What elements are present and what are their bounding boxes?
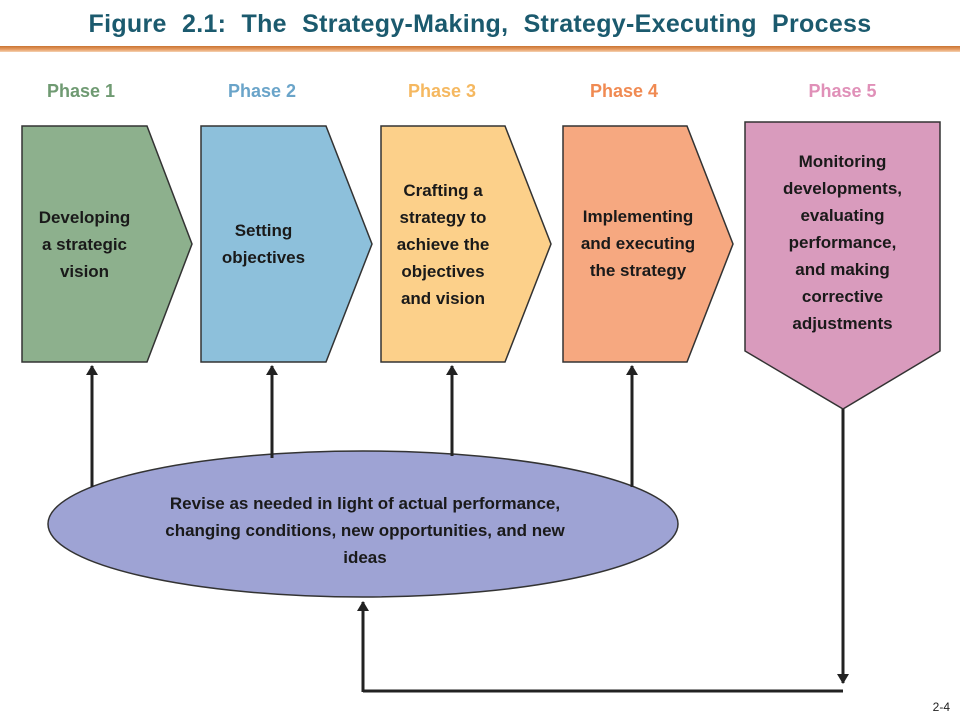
phase-5-label: Phase 5 (808, 81, 877, 101)
revise-ellipse (47, 450, 679, 598)
text-line: Revise as needed in light of actual perf… (169, 494, 561, 513)
phase-5-text: Monitoring developments, evaluating perform… (745, 132, 940, 352)
title-divider (0, 46, 960, 52)
text-line: Monitoring (798, 151, 887, 171)
revise-text: Revise as needed in light of actual perf… (130, 488, 600, 573)
text-line: and executing (580, 233, 696, 253)
text-line: objectives (401, 261, 485, 281)
phase-3-label: Phase 3 (407, 81, 477, 101)
phase-4-text: Implementing and executing the strategy (563, 110, 713, 376)
page-number: 2-4 (932, 700, 950, 714)
text-line: corrective (801, 286, 884, 306)
text-line: objectives (221, 248, 306, 267)
text-line: Implementing (582, 206, 694, 226)
text-line: Setting (234, 221, 293, 240)
text-line: performance, (788, 232, 897, 252)
text-line: strategy to (399, 207, 487, 227)
text-line: and vision (400, 288, 486, 308)
phase-3-box (380, 125, 552, 363)
text-line: ideas (343, 548, 387, 567)
text-line: changing conditions, new opportunities, … (165, 521, 565, 540)
phase-3-text: Crafting a strategy to achieve the objectiv… (381, 108, 505, 380)
text-line: achieve the (396, 234, 490, 254)
phase-2-box (200, 125, 373, 363)
phase-2-label: Phase 2 (227, 81, 297, 101)
phase-1-text: Developing a strategic vision (22, 126, 147, 362)
phase-2-text: Setting objectives (201, 126, 326, 362)
phase-1-box (21, 125, 193, 363)
text-line: adjustments (792, 313, 893, 333)
text-line: Developing (38, 207, 131, 227)
text-line: vision (59, 261, 110, 281)
text-line: developments, (782, 178, 903, 198)
text-line: Crafting a (403, 180, 483, 200)
text-line: the strategy (589, 260, 687, 280)
text-line: a strategic (41, 234, 128, 254)
phase-1-label: Phase 1 (46, 81, 116, 101)
phase-4-label: Phase 4 (589, 81, 659, 101)
page-title: Figure 2.1: The Strategy-Making, Strateg… (88, 10, 872, 38)
text-line: and making (795, 259, 890, 279)
text-line: evaluating (800, 205, 885, 225)
phase-5-box (744, 121, 941, 410)
phase-4-box (562, 125, 734, 363)
